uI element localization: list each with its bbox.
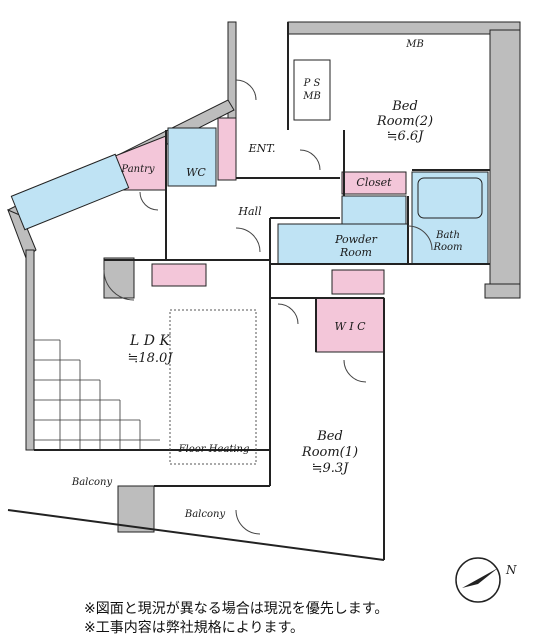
floor-heating-area xyxy=(169,309,257,465)
bathtub xyxy=(417,177,483,219)
bed1-line2: Room(1) xyxy=(301,445,358,460)
closet-label: Closet xyxy=(356,176,392,189)
bed1-line1: Bed xyxy=(316,429,343,444)
bed2-line2: Room(2) xyxy=(376,114,433,129)
vanity-zone xyxy=(341,195,407,225)
hall-label: Hall xyxy=(237,205,262,218)
ldk-storage-zone xyxy=(151,263,207,287)
compass-north-label: N xyxy=(505,563,517,577)
note-line-1: ※図面と現況が異なる場合は現況を優先します。 xyxy=(84,601,389,617)
ldk-label: L D K xyxy=(129,333,171,349)
bed2-area: ≒6.6J xyxy=(387,129,425,144)
room-labels: Bed Room(2) ≒6.6J P S MB MB ENT. WC Pant… xyxy=(71,39,463,520)
floor-heating-label: Floor Heating xyxy=(178,444,250,455)
mb-label: MB xyxy=(302,91,321,102)
door-swings xyxy=(103,79,433,535)
floor-tiles xyxy=(34,339,160,450)
powder-line2: Room xyxy=(339,246,372,259)
bed1-area: ≒9.3J xyxy=(312,461,350,476)
compass: N xyxy=(455,557,517,603)
bed2-line1: Bed xyxy=(391,99,418,114)
ps-label: P S xyxy=(303,78,321,89)
bath-line1: Bath xyxy=(435,230,460,241)
powder-storage-zone xyxy=(331,269,385,295)
balcony-left-label: Balcony xyxy=(71,477,113,488)
wc-zone xyxy=(167,127,217,187)
ldk-area: ≒18.0J xyxy=(127,351,173,366)
mb-top-label: MB xyxy=(405,39,424,50)
note-line-2: ※工事内容は弊社規格によります。 xyxy=(84,620,305,636)
closet-zone xyxy=(341,171,407,195)
powder-line1: Powder xyxy=(334,233,378,246)
ps-mb-shaft xyxy=(293,59,331,121)
balcony-bottom-label: Balcony xyxy=(184,509,226,520)
bath-line2: Room xyxy=(432,242,462,253)
wic-label: W I C xyxy=(334,320,366,333)
kitchen-counter xyxy=(10,153,130,231)
exterior-walls xyxy=(7,21,521,533)
pantry-label: Pantry xyxy=(120,164,154,175)
ent-label: ENT. xyxy=(248,142,276,155)
interior-walls xyxy=(7,22,490,561)
colored-zones xyxy=(10,117,489,353)
ent-shoe-zone xyxy=(217,117,237,181)
wc-label: WC xyxy=(186,166,206,179)
